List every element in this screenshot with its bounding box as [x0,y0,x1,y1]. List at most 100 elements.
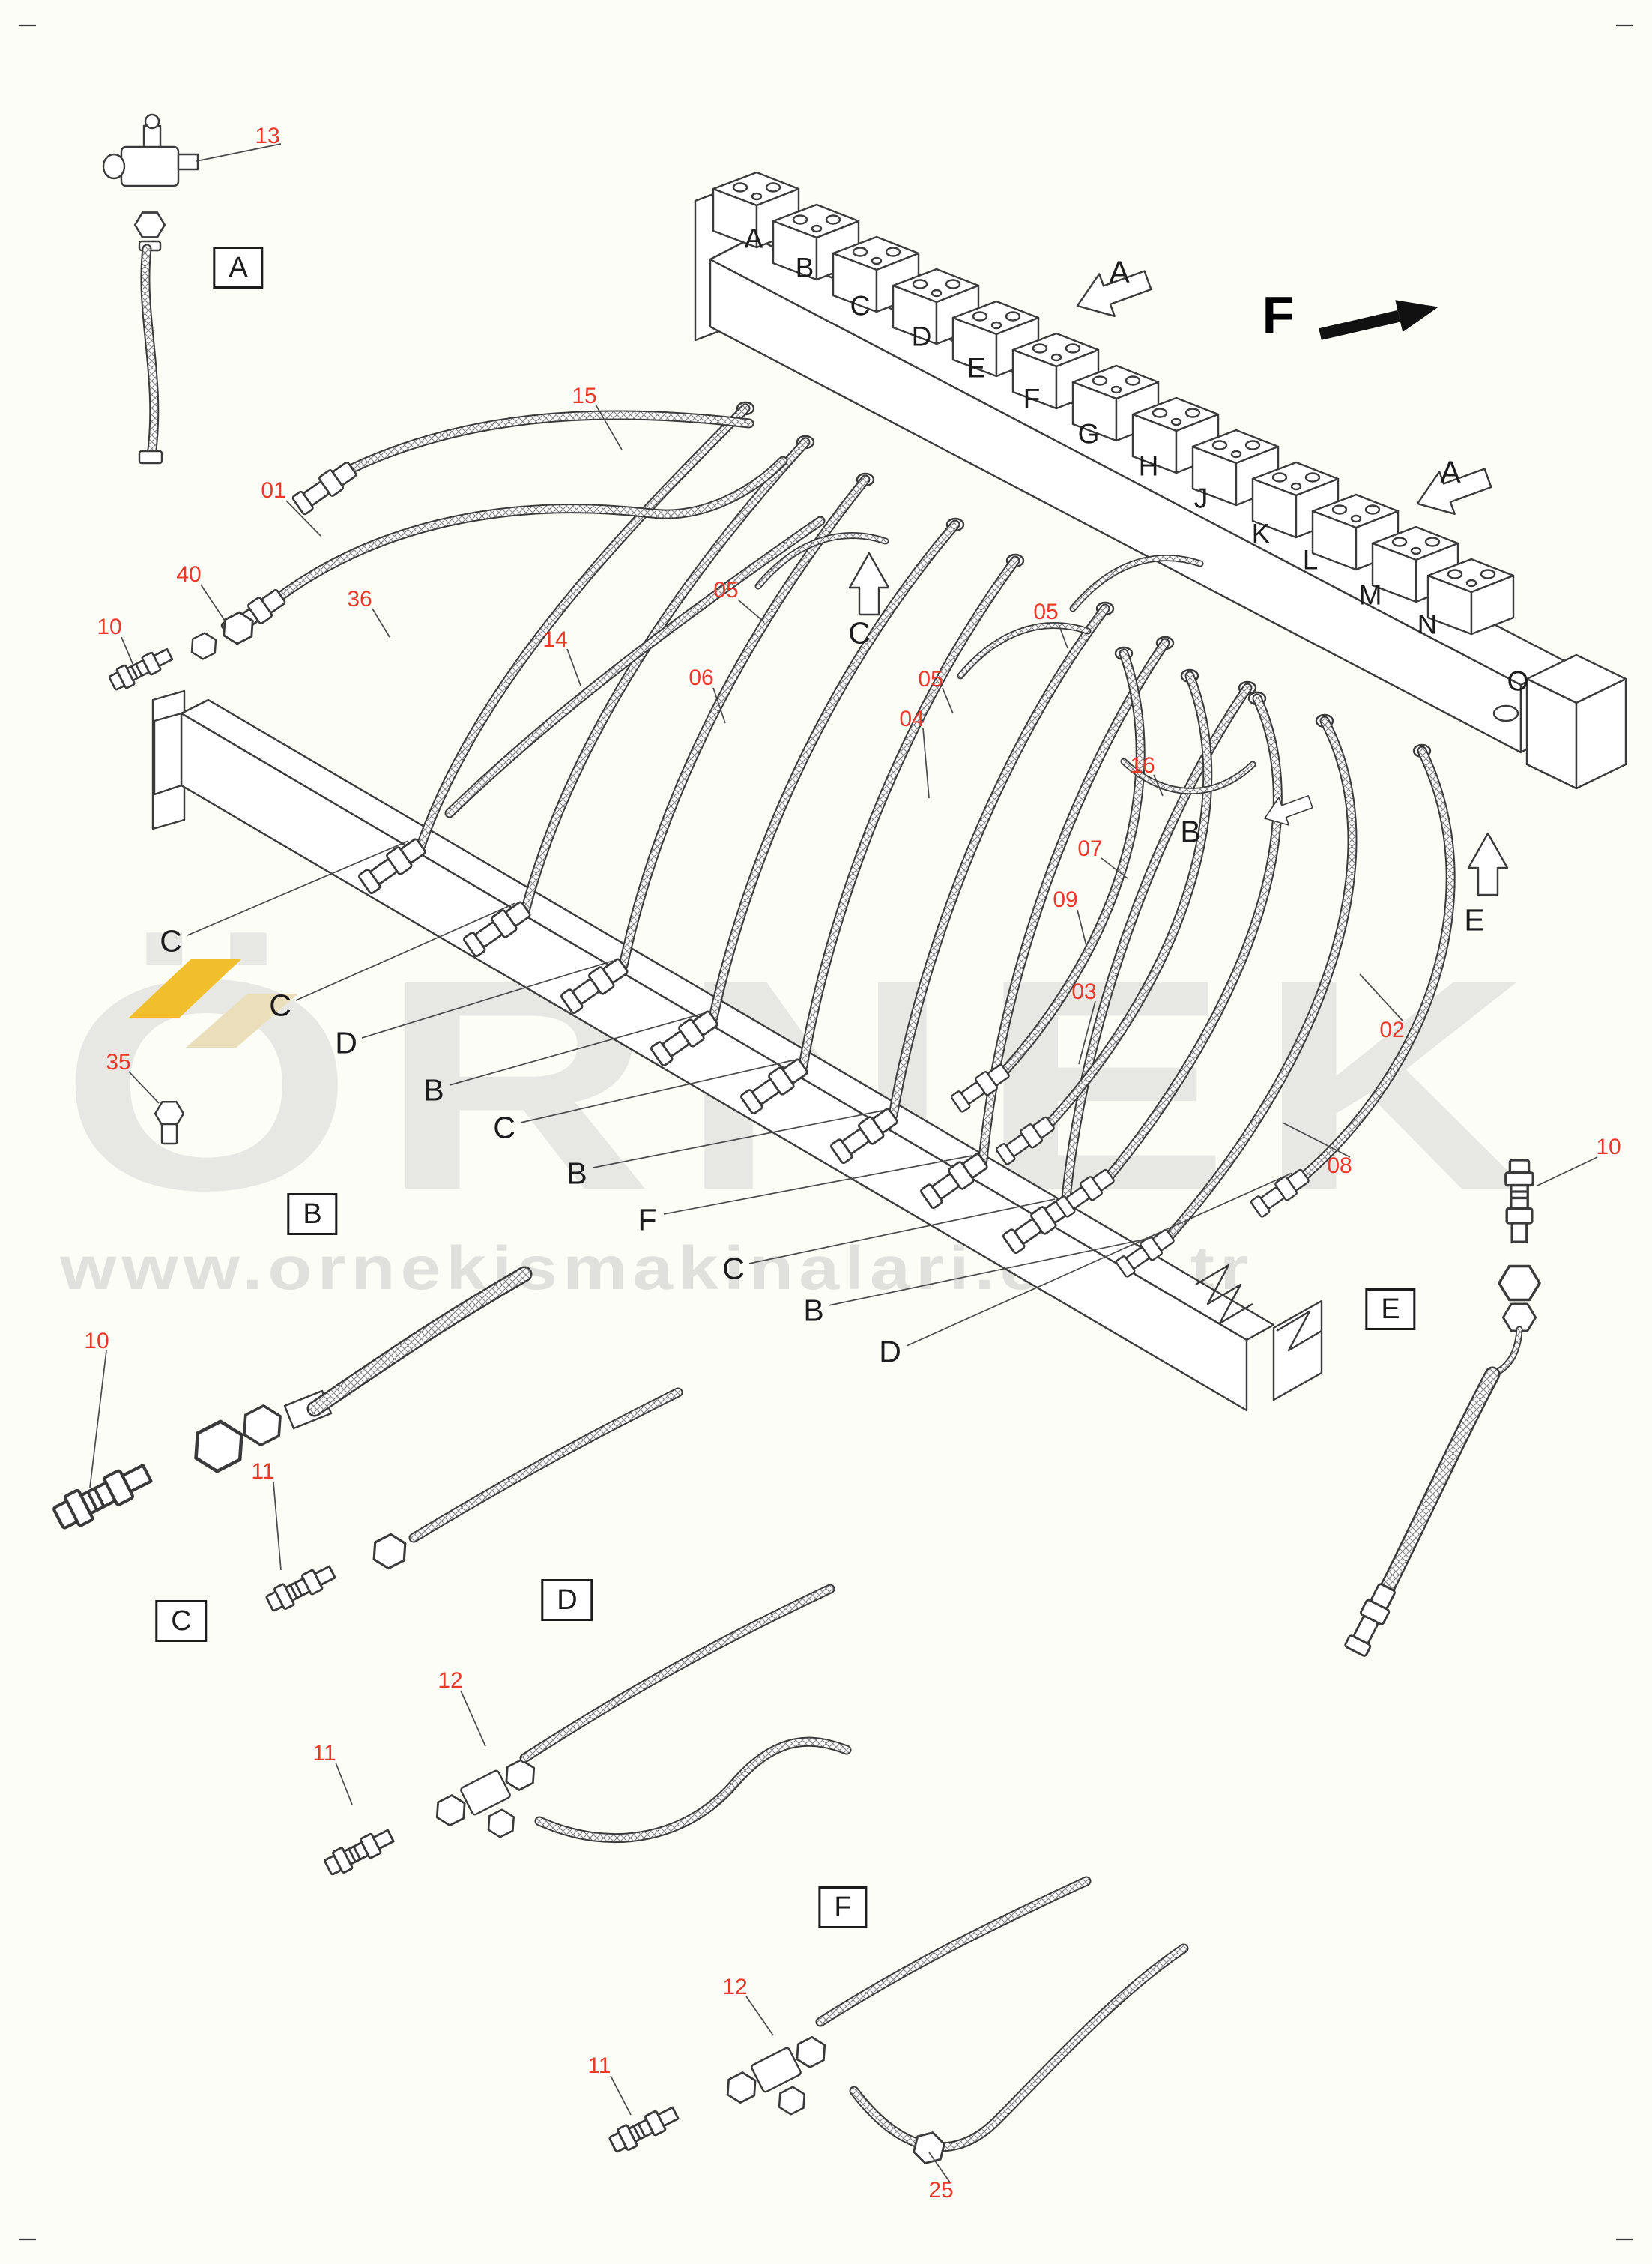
hose-jumpers [754,532,1256,795]
hose-fitting [994,1113,1058,1167]
hose-fitting [949,1060,1013,1114]
valve-blocks [712,171,1515,636]
callout-13: 13 [255,124,280,148]
port-label-n: N [1417,609,1438,640]
port-label-c: C [850,290,871,322]
detail-c-assembly [263,1387,683,1616]
part-25-elbow-nut [907,2125,951,2170]
port-label-a: A [744,223,763,254]
port-label-o: O [1507,665,1529,697]
view-f-arrow [1319,300,1438,340]
callout-10c: 10 [84,1329,109,1353]
callout-25: 25 [928,2178,954,2203]
nut [185,629,223,663]
ref-letter-c1: C [160,923,182,959]
corner-marks [19,24,1633,2241]
support-beam [151,689,1323,1412]
detail-e-assembly [1343,1159,1541,1658]
swivel-nut [187,1416,252,1477]
hose-drops [1000,648,1456,1240]
part-13-fitting [102,113,199,252]
hose-05-1 [754,532,889,590]
port-label-h: H [1138,450,1159,482]
ref-letter-b3: B [803,1293,824,1328]
manifold-end-block [1492,653,1627,790]
hose-15 [347,410,754,474]
ref-letter-d1: D [335,1025,357,1060]
view-label-c-up: C [848,615,871,650]
part-12-tee [430,1755,541,1841]
ref-letter-b2: B [566,1156,587,1191]
detail-box-b: B [287,1193,338,1235]
callout-08: 08 [1327,1153,1352,1178]
callout-01: 01 [261,478,286,503]
callout-06: 06 [689,665,714,690]
part-10-coupler [51,1458,154,1533]
port-label-d: D [911,321,932,352]
port-label-j: J [1193,483,1208,514]
detail-box-c: C [155,1600,208,1642]
part-12-tee [721,2032,832,2119]
view-label-a-right: A [1440,454,1461,489]
callout-05b: 05 [918,667,943,692]
hose-09 [1045,671,1213,1128]
view-e-arrow [1467,832,1509,896]
hose-03 [1000,648,1146,1075]
detail-f-assembly [606,1876,1189,2170]
port-label-g: G [1077,418,1100,450]
callout-11b: 11 [312,1741,336,1766]
ref-letter-b1: B [423,1072,444,1108]
callout-12b: 12 [722,1975,748,1999]
callout-10b: 10 [1596,1135,1621,1159]
part-11-coupler [606,2101,682,2157]
callout-04: 04 [899,707,925,731]
hose-08 [1165,716,1358,1240]
part-10-coupler [106,643,176,695]
hose-14 [444,516,826,818]
ref-letter-c3: C [493,1110,515,1145]
view-label-a-top: A [1109,254,1130,289]
detail-box-e: E [1365,1288,1416,1330]
callout-10a: 10 [97,615,122,639]
callout-09: 09 [1053,887,1078,912]
detail-d-assembly [321,1584,852,1880]
view-label-f-bold: F [1262,286,1295,344]
callout-35: 35 [106,1050,131,1075]
callout-15: 15 [572,384,597,408]
view-label-b-mid: B [1180,814,1201,849]
hose-05-2 [957,622,1092,680]
hose-02 [1300,746,1456,1180]
left-fitting-chain [106,458,360,695]
swivel-nut [1498,1264,1541,1302]
nut [366,1529,414,1574]
hose-d [888,603,1110,1120]
hose-a [416,403,751,851]
port-label-f: F [1023,383,1041,414]
hose-05-3 [1069,555,1204,612]
callout-14: 14 [542,627,568,652]
ref-letter-c4: C [722,1251,745,1286]
leader-lines [89,143,1598,2183]
detail-box-f: F [818,1886,868,1928]
hose-16 [1120,758,1256,795]
callout-03: 03 [1071,979,1097,1004]
part-15-elbow [290,458,360,517]
view-c-arrow [848,552,890,616]
hose-13 [138,244,163,465]
view-arrows [848,258,1509,896]
detail-b-assembly [51,1266,533,1533]
view-b-arrow [1259,787,1316,833]
callout-11c: 11 [587,2053,611,2078]
hose-04 [708,519,960,1023]
hose-fitting [1343,1580,1400,1658]
port-label-b: B [795,252,814,283]
callout-07: 07 [1077,836,1103,861]
port-label-l: L [1302,544,1319,576]
ref-letter-f1: F [638,1202,657,1237]
callout-16: 16 [1130,753,1155,778]
callout-12a: 12 [438,1668,463,1693]
part-10-coupler [1504,1159,1534,1243]
valve-block [1426,558,1515,636]
